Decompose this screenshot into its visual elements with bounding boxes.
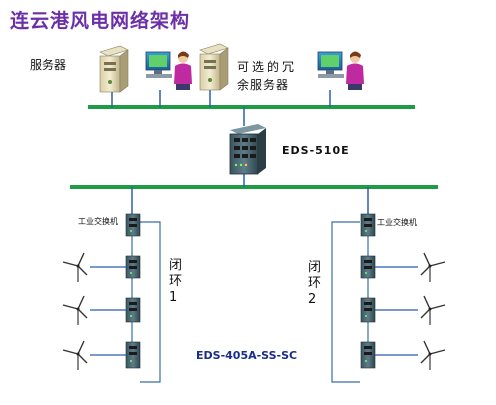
wind-turbine-icon-l3 — [62, 340, 88, 370]
operator-workstation-icon-2 — [317, 51, 364, 90]
redundant-server-label-line1: 可选的冗 — [237, 60, 298, 74]
ring-2-label: 闭环2 — [308, 260, 322, 307]
page-title: 连云港风电网络架构 — [10, 10, 191, 32]
din-rail-switch-icon-l1 — [125, 213, 141, 237]
ring-switch-model-label: EDS-405A-SS-SC — [196, 349, 298, 362]
industrial-switch-label-left: 工业交换机 — [78, 217, 118, 226]
redundant-server-tower-icon — [199, 43, 229, 91]
industrial-switch-label-right: 工业交换机 — [377, 218, 417, 227]
server-tower-icon — [99, 45, 129, 93]
server-label: 服务器 — [30, 58, 67, 72]
wind-turbine-icon-l1 — [62, 252, 88, 282]
wind-turbine-icon-r3 — [420, 340, 446, 370]
redundant-server-label-line2: 余服务器 — [237, 78, 290, 92]
operator-workstation-icon — [145, 51, 192, 90]
ring-1 — [131, 221, 161, 383]
din-rail-switch-icon-r4 — [360, 341, 376, 369]
wind-turbine-icon-l2 — [62, 295, 88, 325]
ring-1-label: 闭环1 — [169, 258, 183, 305]
din-rail-switch-icon-l3 — [125, 297, 141, 323]
ring-2 — [331, 221, 369, 383]
din-rail-switch-icon-r2 — [360, 255, 376, 279]
din-rail-switch-icon-l4 — [125, 341, 141, 369]
din-rail-switch-icon-l2 — [125, 255, 141, 279]
wind-turbine-icon-r1 — [420, 252, 446, 282]
core-switch-label: EDS-510E — [282, 144, 350, 157]
managed-switch-icon — [229, 124, 266, 175]
din-rail-switch-icon-r1 — [360, 213, 376, 237]
wind-turbine-icon-r2 — [420, 295, 446, 325]
din-rail-switch-icon-r3 — [360, 297, 376, 323]
